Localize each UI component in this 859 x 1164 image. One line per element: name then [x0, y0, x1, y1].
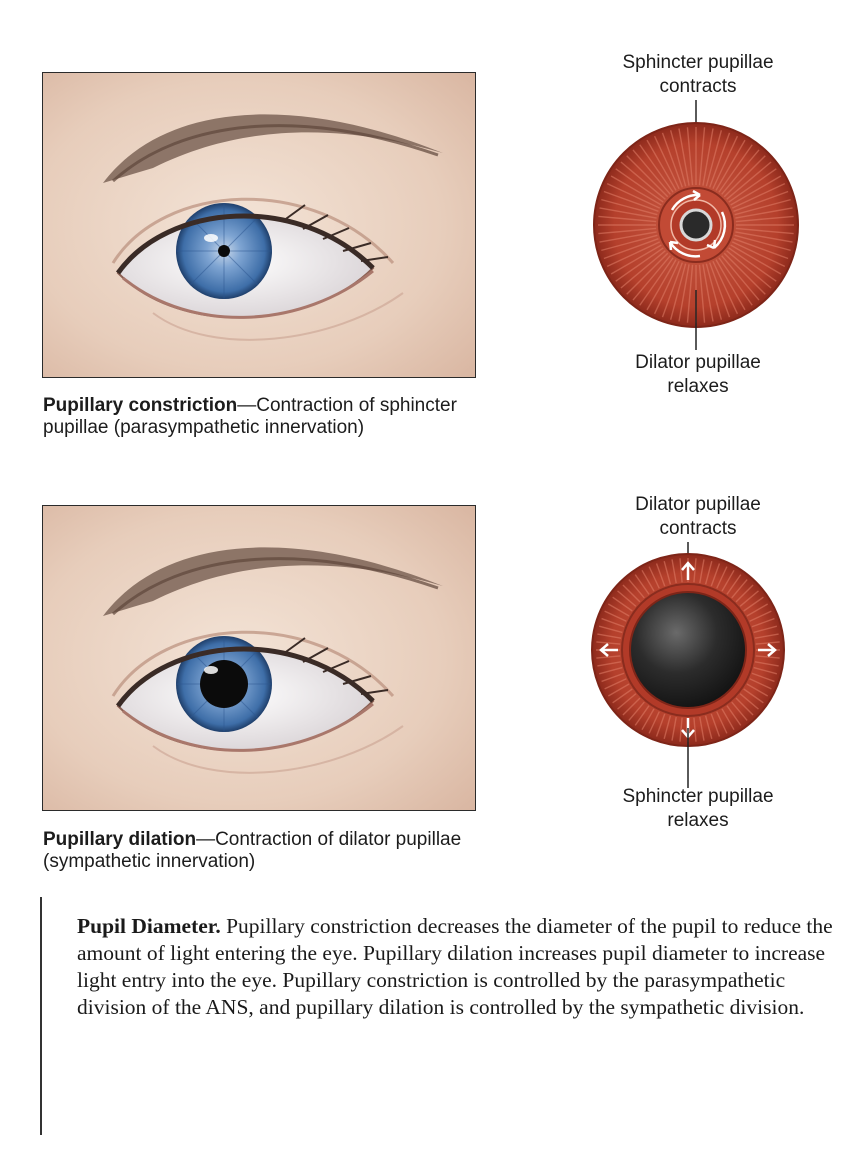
dilation-callout-bottom-line2: relaxes	[667, 810, 729, 831]
constriction-callout-bottom: Dilator pupillae relaxes	[578, 351, 818, 399]
constricted-iris-diagram	[593, 100, 799, 350]
dilation-callout-top-line1: Dilator pupillae	[635, 494, 761, 515]
dilation-callout-bottom-line1: Sphincter pupillae	[622, 786, 774, 807]
arrow-icon	[692, 189, 701, 201]
constriction-callout-top-line1: Sphincter pupillae	[622, 52, 774, 73]
constriction-callout-top-line2: contracts	[659, 76, 737, 97]
description-title: Pupil Diameter.	[77, 914, 221, 938]
dilation-callout-top: Dilator pupillae contracts	[578, 493, 818, 541]
dilation-callout-top-line2: contracts	[659, 518, 737, 539]
dilation-caption: Pupillary dilation—Contraction of dilato…	[43, 829, 483, 873]
dilated-eye-illustration	[42, 505, 476, 811]
constriction-caption-title: Pupillary constriction	[43, 395, 238, 416]
dilation-callout-bottom: Sphincter pupillae relaxes	[578, 785, 818, 833]
constriction-caption-text: —Contraction of sphincter pupillae (para…	[43, 395, 457, 438]
constriction-callout-bottom-line1: Dilator pupillae	[635, 352, 761, 373]
constriction-callout-bottom-line2: relaxes	[667, 376, 729, 397]
dilated-iris-diagram	[591, 542, 785, 788]
dilation-caption-title: Pupillary dilation	[43, 829, 197, 850]
description-paragraph: Pupil Diameter. Pupillary constriction d…	[77, 913, 837, 1021]
description-text: Pupillary constriction decreases the dia…	[77, 914, 833, 1019]
dilation-caption-text: —Contraction of dilator pupillae (sympat…	[43, 829, 462, 872]
description-rule	[40, 897, 42, 1135]
constriction-callout-top: Sphincter pupillae contracts	[578, 51, 818, 99]
constricted-eye-illustration	[42, 72, 476, 378]
constriction-caption: Pupillary constriction—Contraction of sp…	[43, 395, 483, 439]
